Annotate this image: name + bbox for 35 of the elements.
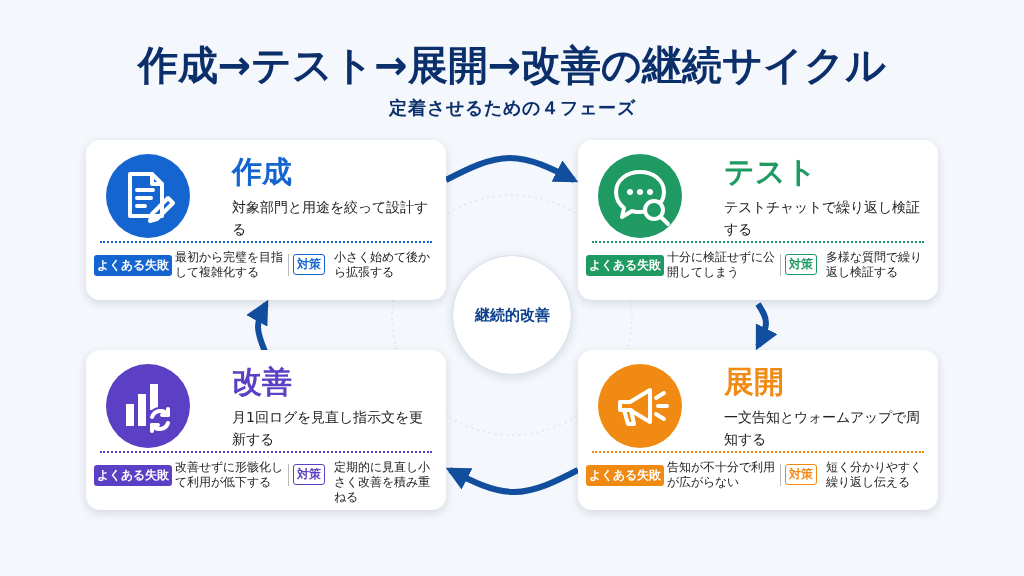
countermeasure-text: 多様な質問で繰り返し検証する <box>826 250 923 280</box>
failure-text: 十分に検証せずに公開してしまう <box>667 250 776 280</box>
failure-text: 最初から完璧を目指して複雑化する <box>175 250 284 280</box>
phase-description: テストチャットで繰り返し検証する <box>724 198 920 239</box>
failure-badge: よくある失敗 <box>586 465 664 486</box>
countermeasure-text: 短く分かりやすく繰り返し伝える <box>826 460 923 490</box>
title: 作成→テスト→展開→改善の継続サイクル <box>137 41 887 90</box>
failure-badge: よくある失敗 <box>586 255 664 276</box>
phase-card <box>86 350 446 510</box>
countermeasure-text: 小さく始めて後から拡張する <box>334 250 431 280</box>
phase-title: 作成 <box>232 153 292 191</box>
countermeasure-badge: 対策 <box>785 464 817 485</box>
failure-badge: よくある失敗 <box>94 465 172 486</box>
countermeasure-text: 定期的に見直し小さく改善を積み重ねる <box>334 460 431 505</box>
countermeasure-badge: 対策 <box>785 254 817 275</box>
failure-text: 告知が不十分で利用が広がらない <box>667 460 776 490</box>
phase-description: 対象部門と用途を絞って設計する <box>232 198 428 239</box>
phase-card <box>86 140 446 300</box>
countermeasure-badge: 対策 <box>293 254 325 275</box>
phase-card <box>578 350 938 510</box>
countermeasure-badge: 対策 <box>293 464 325 485</box>
phase-title: 展開 <box>724 363 784 401</box>
center-circle <box>452 255 572 375</box>
cycle-arrow <box>445 467 580 495</box>
cycle-arrow <box>755 302 778 351</box>
cycle-arrow <box>444 155 579 183</box>
failure-badge: よくある失敗 <box>94 255 172 276</box>
subtitle: 定着させるための４フェーズ <box>388 96 636 120</box>
phase-title: 改善 <box>232 363 292 401</box>
center-label: 継続的改善 <box>474 305 550 325</box>
phase-title: テスト <box>724 153 817 191</box>
failure-text: 改善せずに形骸化して利用が低下する <box>175 460 284 490</box>
phase-description: 一文告知とウォームアップで周知する <box>724 408 920 449</box>
phase-card <box>578 140 938 300</box>
phase-description: 月1回ログを見直し指示文を更新する <box>232 408 424 449</box>
